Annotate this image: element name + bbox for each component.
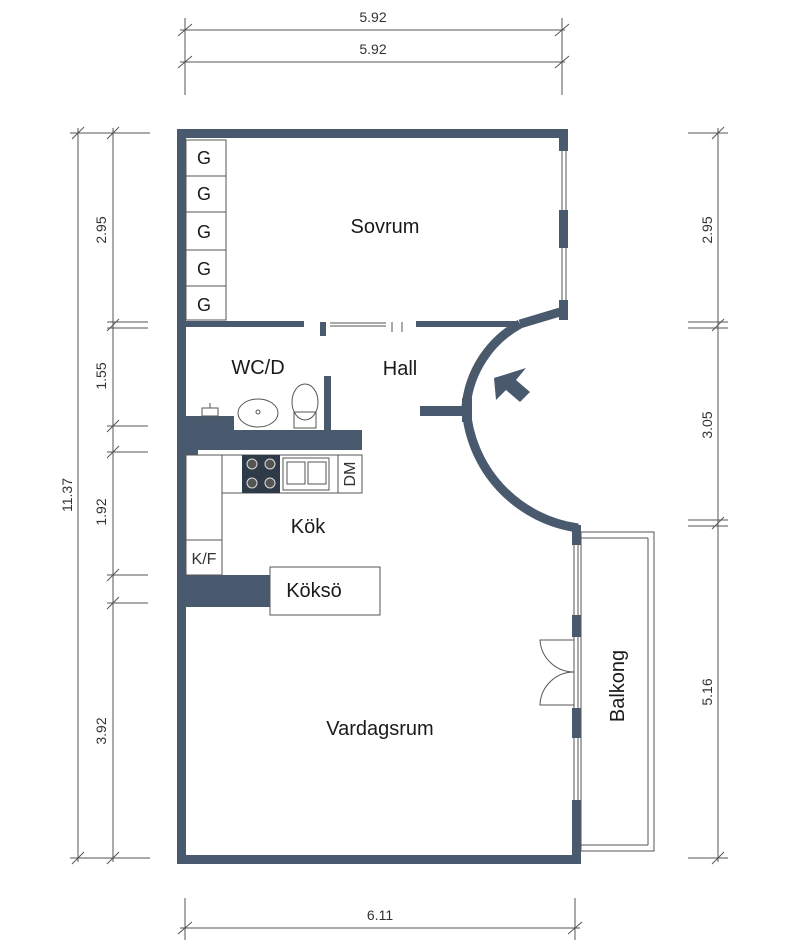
room-wc: WC/D [231, 357, 284, 379]
wardrobe-label-1: G [197, 148, 211, 168]
dim-right-hall: 3.05 [699, 411, 715, 438]
balcony-door [539, 637, 579, 708]
wardrobes [185, 139, 227, 321]
dim-left-total: 11.37 [59, 478, 75, 512]
balcony [580, 531, 655, 852]
room-vardagsrum: Vardagsrum [326, 718, 433, 740]
dim-top-outer: 5.92 [359, 9, 386, 25]
wardrobe-label-3: G [197, 222, 211, 242]
dim-top-inner: 5.92 [359, 41, 386, 57]
wardrobe-label-5: G [197, 295, 211, 315]
room-hall: Hall [383, 358, 417, 380]
dimension-lines [70, 18, 728, 940]
room-koksoe: Köksö [286, 580, 342, 602]
windows [561, 151, 579, 800]
dim-bottom: 6.11 [367, 907, 393, 923]
sink-icon [282, 457, 330, 491]
kitchen-island [269, 566, 381, 616]
dim-left-kok: 1.92 [93, 498, 109, 525]
entrance-arrow-icon [494, 368, 530, 402]
dim-right-sovrum: 2.95 [699, 216, 715, 243]
stove-icon [242, 455, 280, 493]
fridge-label: K/F [192, 551, 217, 568]
dim-left-hall: 1.55 [93, 362, 109, 389]
fridge-freezer [185, 539, 223, 576]
doors [330, 322, 491, 401]
room-balkong: Balkong [607, 650, 629, 722]
room-kok: Kök [291, 516, 326, 538]
dim-right-balkong: 5.16 [699, 678, 715, 705]
wardrobe-label-2: G [197, 184, 211, 204]
dishwasher [337, 454, 363, 494]
dishwasher-label: DM [342, 462, 359, 487]
room-sovrum: Sovrum [351, 216, 420, 238]
wc-fixtures [201, 383, 319, 429]
wardrobe-label-4: G [197, 259, 211, 279]
dim-left-vardagsrum: 3.92 [93, 717, 109, 744]
walls [177, 129, 581, 864]
dim-left-sovrum: 2.95 [93, 216, 109, 243]
